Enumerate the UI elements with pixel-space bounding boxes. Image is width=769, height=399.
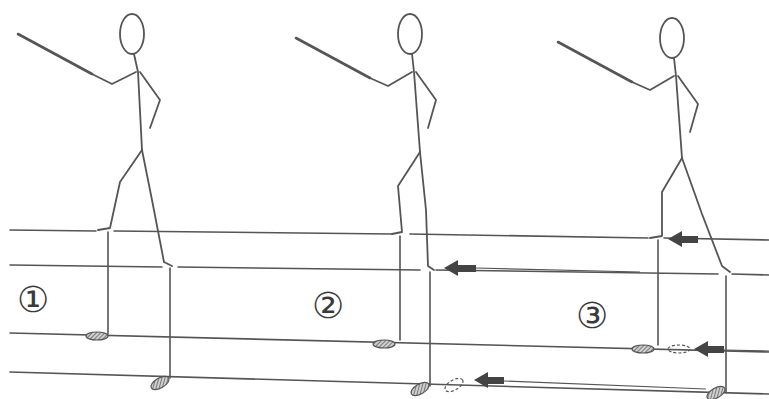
callout-number: ② — [312, 288, 344, 324]
callout-number: ③ — [576, 298, 608, 334]
callout-number: ① — [17, 282, 49, 318]
